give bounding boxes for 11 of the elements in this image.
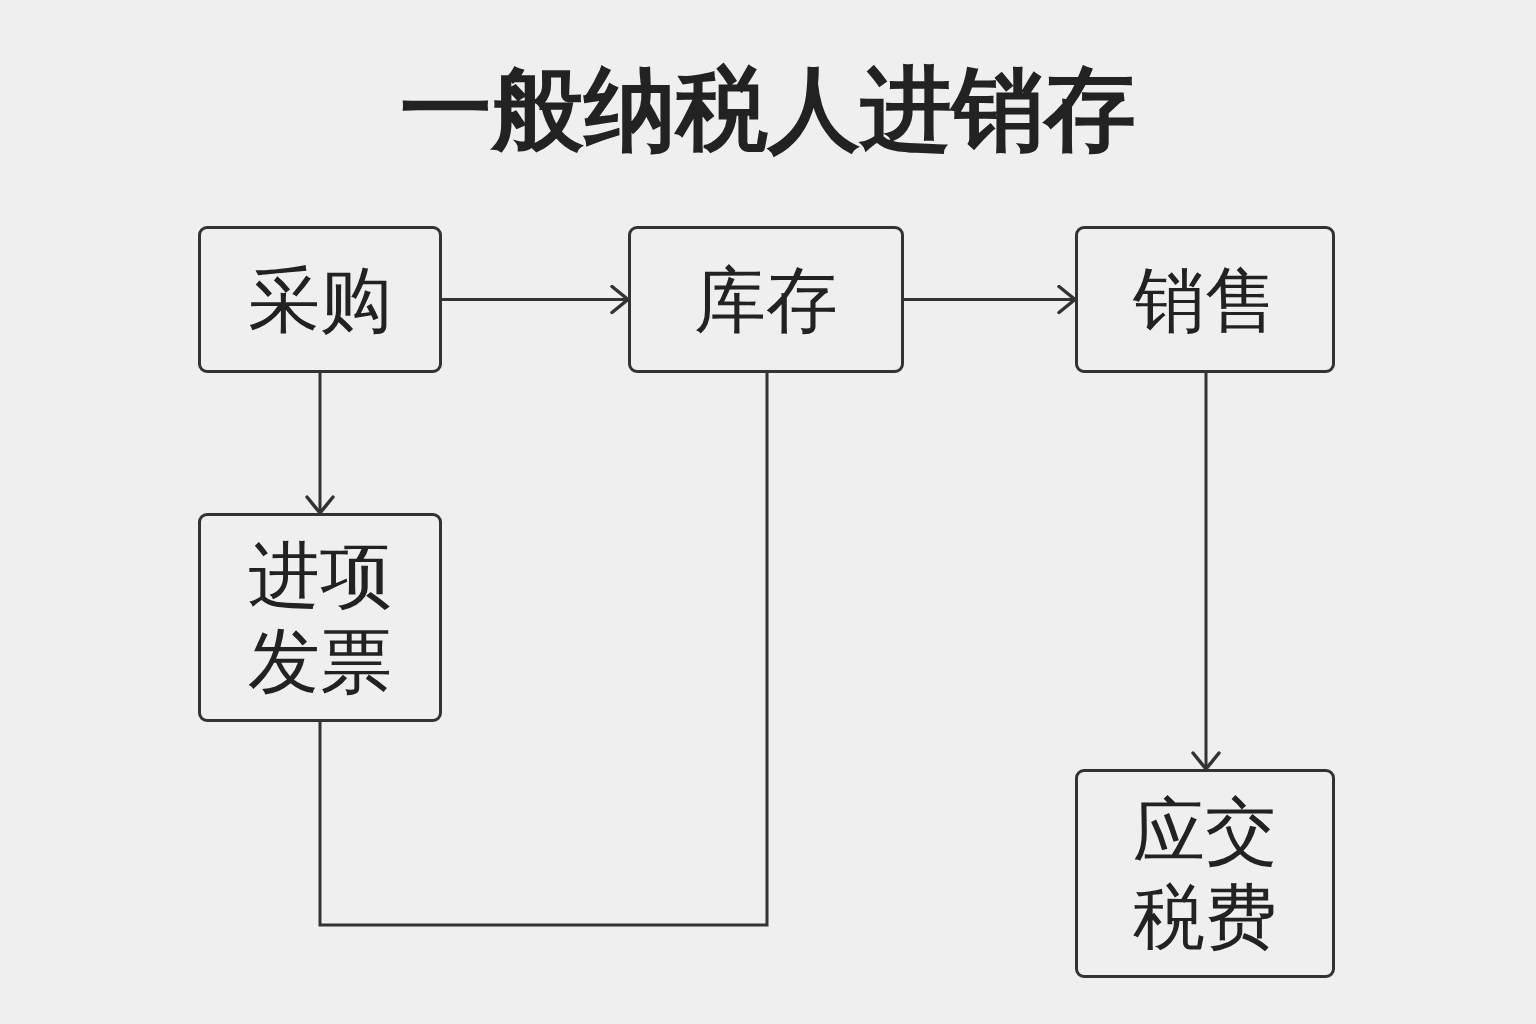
process-box: 进项发票 [198, 513, 442, 722]
arrow [442, 284, 630, 315]
process-box: 销售 [1075, 226, 1335, 373]
process-box: 采购 [198, 226, 442, 373]
process-box: 库存 [628, 226, 904, 373]
arrow [904, 284, 1077, 315]
arrow [305, 373, 335, 515]
title: 一般纳税人进销存 [399, 55, 1137, 165]
process-box: 应交税费 [1075, 769, 1335, 978]
arrow [1191, 373, 1221, 771]
connector-line [318, 373, 769, 927]
